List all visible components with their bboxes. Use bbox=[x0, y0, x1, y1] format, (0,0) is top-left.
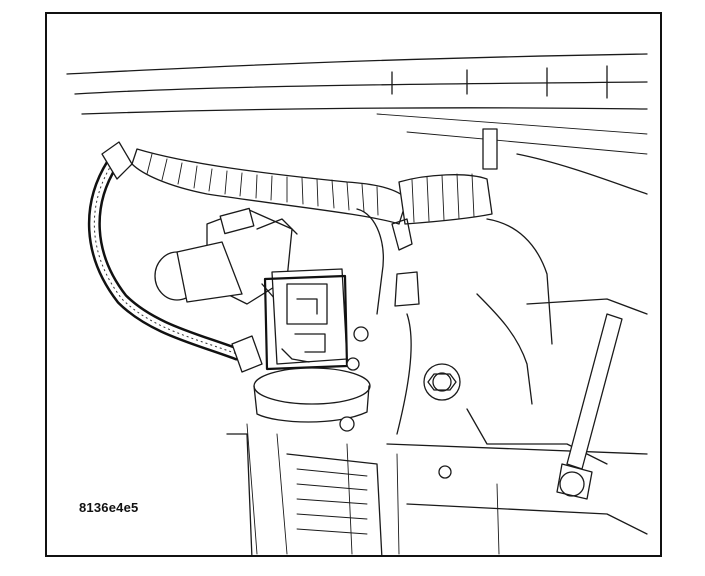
diagram-frame: 8136e4e5 bbox=[45, 12, 662, 557]
bolt-small-3 bbox=[339, 416, 355, 432]
bolt-small-1 bbox=[353, 326, 369, 342]
bracket-tab bbox=[482, 128, 498, 170]
diagonal-rod bbox=[556, 313, 623, 500]
bolt-lower bbox=[438, 465, 452, 479]
engine-block bbox=[226, 208, 648, 555]
bolt-right bbox=[559, 471, 585, 497]
wiring-harness-loom bbox=[131, 148, 493, 225]
figure-id-label: 8136e4e5 bbox=[79, 500, 139, 515]
cable-boot-upper bbox=[101, 141, 133, 180]
cable-boot-lower bbox=[231, 335, 263, 373]
mounting-bolts bbox=[339, 326, 585, 497]
ground-cable bbox=[87, 141, 263, 373]
engine-cover bbox=[66, 53, 648, 195]
engine-bay-illustration bbox=[66, 53, 648, 555]
bolt-small-2 bbox=[346, 357, 360, 371]
sensor-connector bbox=[253, 268, 371, 423]
